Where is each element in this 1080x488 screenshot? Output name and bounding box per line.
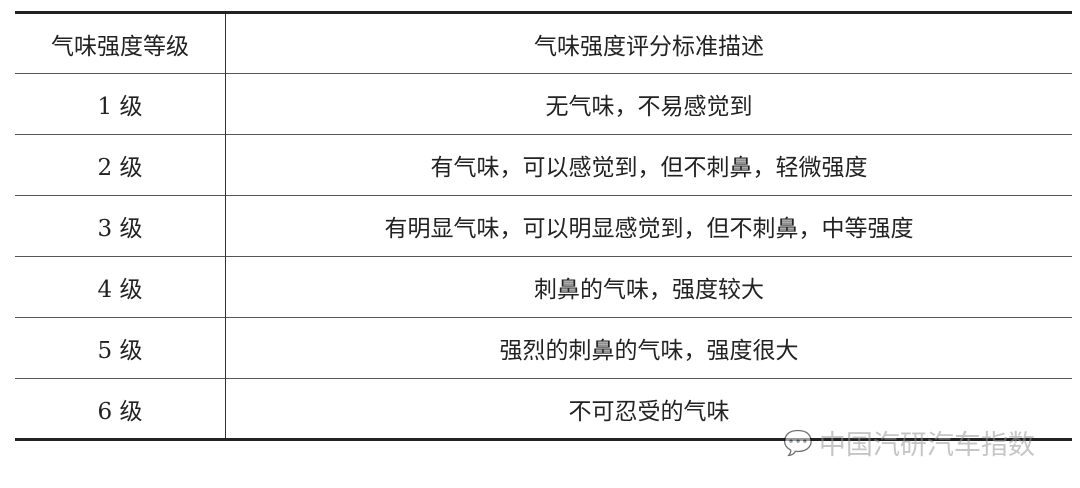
level-cell: 5 级 xyxy=(15,317,226,379)
table-row: 5 级 强烈的刺鼻的气味，强度很大 xyxy=(15,317,1072,379)
description-cell: 不可忍受的气味 xyxy=(568,398,730,425)
table-row: 4 级 刺鼻的气味，强度较大 xyxy=(15,256,1072,318)
description-cell: 无气味，不易感觉到 xyxy=(545,94,753,120)
level-cell: 6 级 xyxy=(15,378,226,440)
level-cell: 3 级 xyxy=(15,195,226,257)
table-header-row: 气味强度等级 气味强度评分标准描述 xyxy=(15,12,1072,74)
table-row: 1 级 无气味，不易感觉到 xyxy=(15,73,1072,135)
description-cell: 有气味，可以感觉到，但不刺鼻，轻微强度 xyxy=(430,155,868,181)
header-description: 气味强度评分标准描述 xyxy=(534,33,764,60)
odor-intensity-table: 气味强度等级 气味强度评分标准描述 1 级 无气味，不易感觉到 2 级 有气味，可以… xyxy=(15,11,1072,441)
description-cell: 有明显气味，可以明显感觉到，但不刺鼻，中等强度 xyxy=(384,216,914,242)
description-cell: 强烈的刺鼻的气味，强度很大 xyxy=(499,338,799,364)
wechat-icon: 💬 xyxy=(783,428,813,457)
table-row: 2 级 有气味，可以感觉到，但不刺鼻，轻微强度 xyxy=(15,134,1072,196)
watermark: 💬 中国汽研汽车指数 xyxy=(783,423,1035,462)
table-row: 6 级 不可忍受的气味 xyxy=(15,378,1072,440)
watermark-text: 中国汽研汽车指数 xyxy=(818,430,1035,461)
level-cell: 4 级 xyxy=(15,256,226,318)
table-row: 3 级 有明显气味，可以明显感觉到，但不刺鼻，中等强度 xyxy=(15,195,1072,257)
description-cell: 刺鼻的气味，强度较大 xyxy=(534,277,764,303)
level-cell: 2 级 xyxy=(15,134,226,196)
header-level: 气味强度等级 xyxy=(15,12,226,74)
level-cell: 1 级 xyxy=(15,73,226,135)
